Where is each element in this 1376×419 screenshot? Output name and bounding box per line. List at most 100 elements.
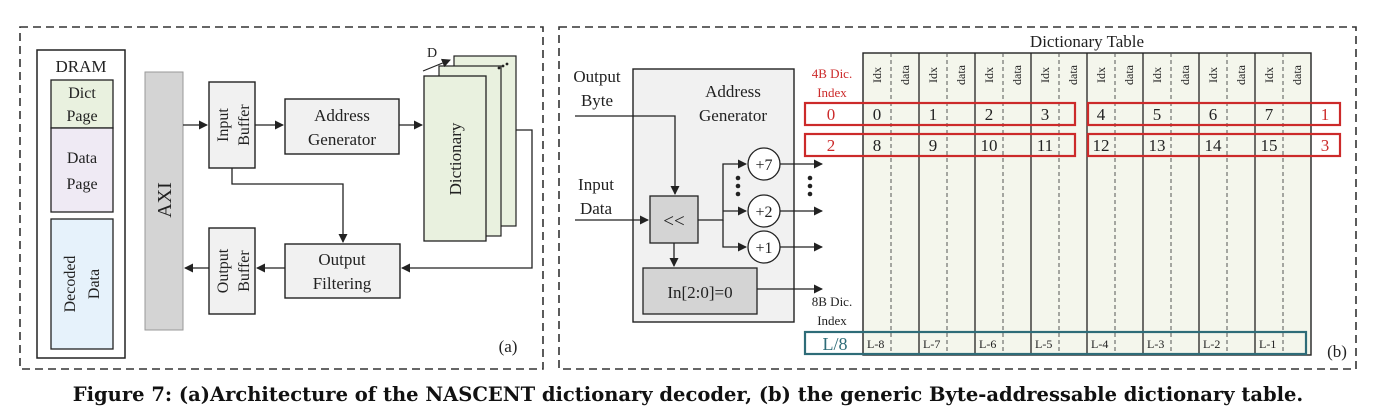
- ellipsis-dot: [807, 175, 813, 181]
- dictionary-layer-1: [423, 75, 487, 242]
- ellipsis-dot: [807, 191, 813, 197]
- ellipsis-dot: [735, 175, 741, 181]
- row0-cell: 3: [1041, 105, 1050, 124]
- arrow-buffer-to-filtering: [231, 168, 348, 243]
- shift-label: <<: [663, 211, 684, 232]
- output-buffer-label-2: Buffer: [236, 250, 253, 292]
- adder-plus7-label: +7: [755, 157, 772, 174]
- header-data: data: [954, 64, 968, 85]
- dram-title: DRAM: [55, 57, 106, 76]
- wire-shift-bus: [698, 159, 747, 221]
- data-page-label-1: Data: [67, 150, 97, 167]
- row0-box-right: [1086, 101, 1342, 127]
- arrow-dict-to-filtering: [401, 129, 533, 273]
- row0-cell: 0: [873, 105, 882, 124]
- output-buffer-label-1: Output: [215, 248, 232, 293]
- wire-output-byte: [575, 115, 680, 195]
- header-idx: Idx: [1038, 67, 1052, 83]
- output-byte-label-2: Byte: [581, 91, 613, 110]
- row0-cell: 5: [1153, 105, 1162, 124]
- bottom-row-box: [803, 330, 1308, 356]
- header-idx: Idx: [1094, 67, 1108, 83]
- row0-cell: 1: [929, 105, 938, 124]
- header-data: data: [1234, 64, 1248, 85]
- row1-cell: 14: [1205, 136, 1223, 155]
- dict-page-block: [50, 79, 114, 129]
- addr-gen-a-label-1: Address: [314, 106, 370, 125]
- adder-plus2-label: +2: [755, 204, 772, 221]
- row0-cell: 6: [1209, 105, 1218, 124]
- header-data: data: [1178, 64, 1192, 85]
- header-idx: Idx: [870, 67, 884, 83]
- header-idx: Idx: [982, 67, 996, 83]
- bottom-row-cell: L-3: [1147, 337, 1164, 351]
- panel-a-label: (a): [499, 337, 518, 356]
- row1-right-index: 3: [1321, 136, 1330, 155]
- row1-cell: 11: [1037, 136, 1053, 155]
- header-idx: Idx: [1206, 67, 1220, 83]
- ellipsis-dot: [807, 183, 813, 189]
- depth-label: D: [427, 46, 437, 61]
- row1-box-left: [803, 132, 1077, 158]
- dictionary-label: Dictionary: [446, 122, 465, 195]
- shift-block: [649, 195, 699, 244]
- row1-cell: 12: [1093, 136, 1110, 155]
- data-page-label-2: Page: [66, 176, 97, 193]
- address-generator-a: [284, 98, 400, 155]
- header-data: data: [1290, 64, 1304, 85]
- dict-page-label-2: Page: [66, 108, 97, 125]
- output-filtering-label-1: Output: [318, 250, 366, 269]
- decoded-label-1: Decoded: [62, 256, 79, 313]
- wire-to-plus1: [722, 220, 747, 252]
- input-buffer-label-1: Input: [215, 108, 232, 142]
- data-page-block: [50, 127, 114, 213]
- dict-dot: [501, 64, 505, 68]
- input-data-label-1: Input: [578, 175, 614, 194]
- input-buffer-label-2: Buffer: [236, 104, 253, 146]
- cond-block: [642, 267, 758, 315]
- index-8b-label-2: Index: [817, 313, 847, 328]
- table-cells: 08L-819L-7210L-6311L-5412L-4513L-3614L-2…: [867, 105, 1278, 351]
- row1-left-index: 2: [827, 136, 836, 155]
- panel-b-frame: [558, 26, 1357, 370]
- row0-cell: 7: [1265, 105, 1274, 124]
- output-filtering: [284, 243, 401, 299]
- row0-cell: 2: [985, 105, 994, 124]
- row0-right-index: 1: [1321, 105, 1330, 124]
- row0-cell: 4: [1097, 105, 1106, 124]
- addr-gen-a-label-2: Generator: [308, 130, 376, 149]
- row1-cell: 8: [873, 136, 882, 155]
- dict-dot: [505, 62, 509, 66]
- bottom-row-cell: L-2: [1203, 337, 1220, 351]
- table-title: Dictionary Table: [1030, 32, 1144, 51]
- input-buffer: [208, 81, 256, 169]
- output-buffer: [208, 227, 256, 315]
- axi-bus: [144, 71, 184, 331]
- bottom-row-cell: L-4: [1091, 337, 1108, 351]
- output-byte-label-1: Output: [573, 67, 621, 86]
- addr-gen-b-label-1: Address: [705, 82, 761, 101]
- cond-label: In[2:0]=0: [667, 283, 732, 302]
- panel-b-label: (b): [1327, 342, 1347, 361]
- header-idx: Idx: [1262, 67, 1276, 83]
- header-idx: Idx: [1150, 67, 1164, 83]
- index-8b-label-1: 8B Dic.: [812, 294, 852, 309]
- row0-left-index: 0: [827, 105, 836, 124]
- bottom-row-cell: L-8: [867, 337, 884, 351]
- header-data: data: [1122, 64, 1136, 85]
- row1-box-right: [1086, 132, 1342, 158]
- output-filtering-label-2: Filtering: [313, 274, 372, 293]
- figure-caption: Figure 7: (a)Architecture of the NASCENT…: [72, 383, 1304, 406]
- axi-label: AXI: [154, 182, 176, 218]
- input-data-label-2: Data: [580, 199, 613, 218]
- panel-a-frame: [19, 26, 544, 370]
- ellipsis-dot: [735, 183, 741, 189]
- header-data: data: [1066, 64, 1080, 85]
- row1-cell: 10: [981, 136, 998, 155]
- depth-arrow: [422, 58, 451, 72]
- bottom-row-cell: L-6: [979, 337, 996, 351]
- adder-plus1-label: +1: [755, 240, 772, 257]
